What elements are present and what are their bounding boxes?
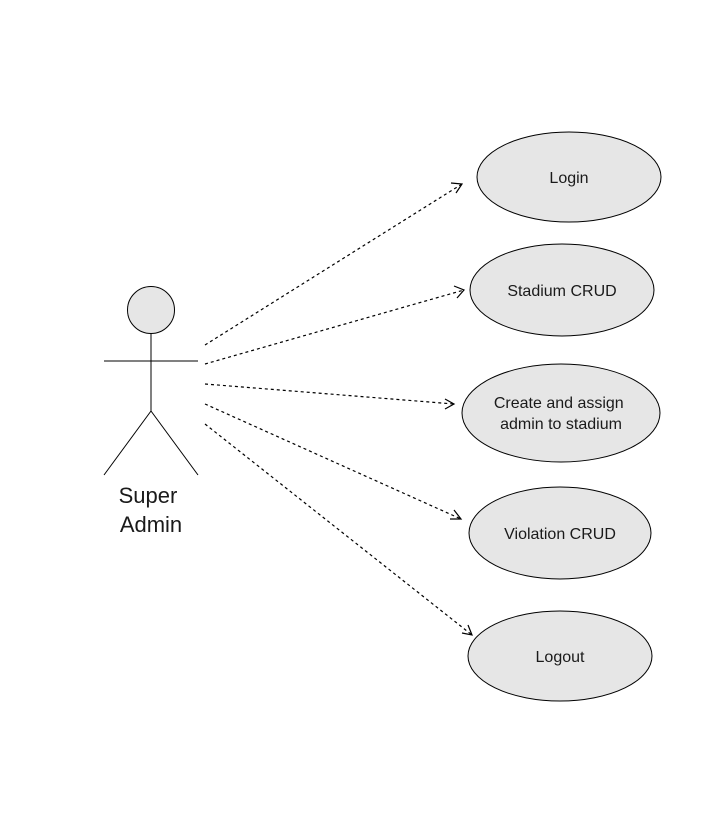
association-stadium-crud — [204, 285, 466, 365]
actor-right-leg — [150, 410, 199, 476]
use-case-logout-label: Logout — [536, 649, 585, 666]
actor-label: Super Admin — [119, 483, 184, 537]
associations — [204, 182, 473, 636]
use-case-login-label: Login — [549, 170, 588, 187]
association-logout — [204, 423, 473, 636]
actor-left-leg — [103, 410, 152, 476]
use-case-create-assign-admin: Create and assign admin to stadium — [461, 363, 661, 463]
use-case-stadium-crud: Stadium CRUD — [469, 243, 655, 337]
use-case-create-assign-admin-label: Create and assign admin to stadium — [494, 395, 628, 433]
use-case-logout: Logout — [467, 610, 653, 702]
association-login — [204, 182, 464, 346]
use-case-login: Login — [476, 131, 662, 223]
use-case-violation-crud-label: Violation CRUD — [504, 526, 616, 543]
association-create-assign-admin — [204, 383, 456, 410]
actor-label-line-2: Admin — [120, 512, 182, 537]
use-case-violation-crud: Violation CRUD — [468, 486, 652, 580]
actor-head — [127, 286, 175, 334]
association-violation-crud — [204, 403, 463, 520]
use-case-stadium-crud-label: Stadium CRUD — [507, 283, 616, 300]
actor-super-admin: Super Admin — [103, 286, 199, 537]
actor-label-line-1: Super — [119, 483, 178, 508]
